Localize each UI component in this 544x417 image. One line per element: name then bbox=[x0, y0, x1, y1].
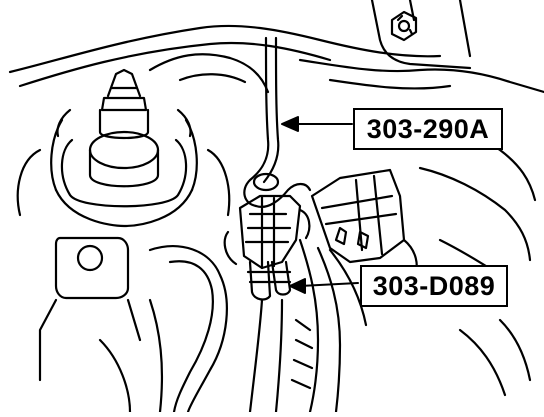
callout-303-290A: 303-290A bbox=[353, 108, 503, 150]
connector-clip bbox=[223, 172, 311, 270]
special-tool-wire bbox=[243, 36, 312, 208]
arrowhead-303-290A bbox=[281, 116, 299, 132]
callout-303-D089: 303-D089 bbox=[360, 265, 508, 307]
right-body-panel bbox=[398, 108, 537, 397]
valve-assembly bbox=[16, 68, 231, 228]
bolt-head bbox=[390, 10, 418, 42]
mount-bracket bbox=[38, 236, 142, 382]
electrical-connector bbox=[310, 168, 418, 282]
arrowhead-303-D089 bbox=[289, 278, 306, 294]
wiring-harness bbox=[248, 238, 368, 414]
fork-tool bbox=[246, 260, 292, 301]
lower-hose bbox=[98, 245, 228, 414]
leader-line-303-D089 bbox=[299, 282, 359, 287]
leader-arrows bbox=[281, 116, 359, 294]
background-contours bbox=[8, 0, 544, 94]
